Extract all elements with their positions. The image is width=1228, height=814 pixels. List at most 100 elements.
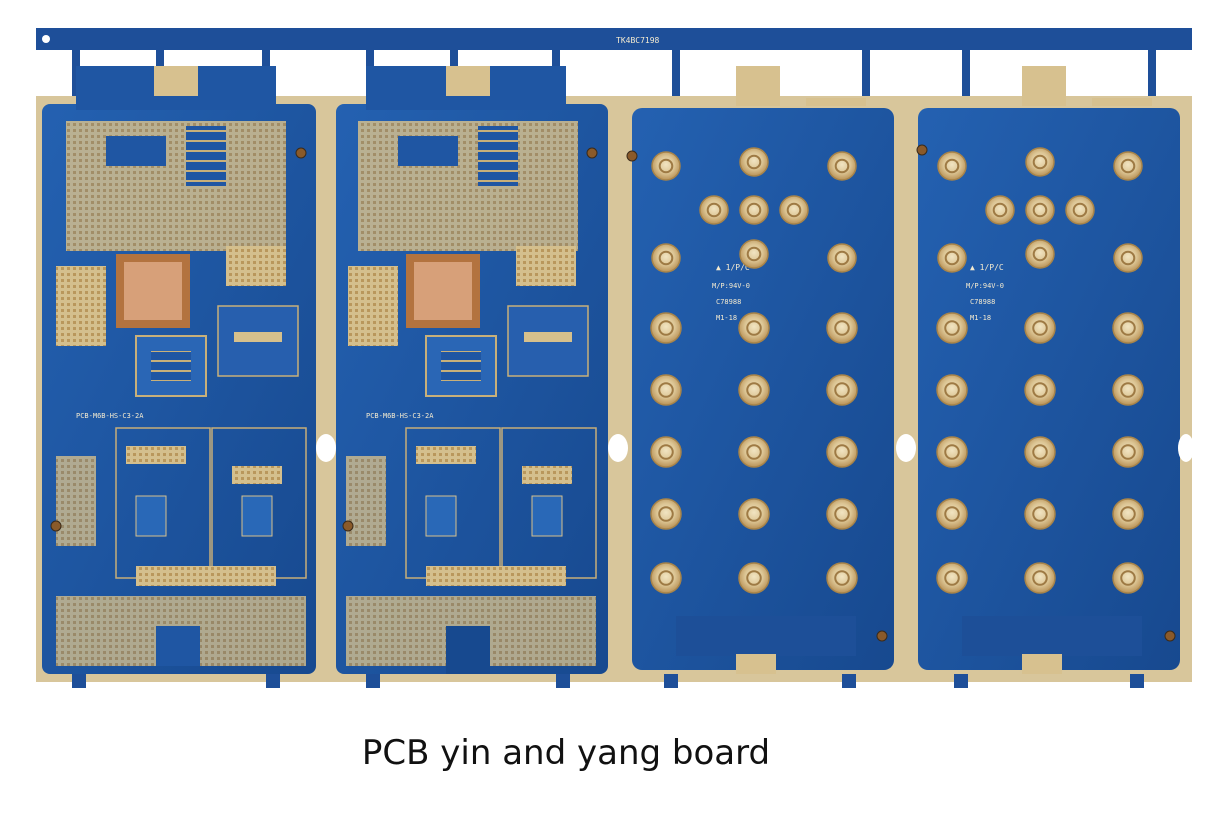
- keypad-contact-pad-ring: [746, 444, 762, 460]
- keypad-contact-pad-ring: [658, 570, 674, 586]
- keypad-contact-pad: [936, 562, 968, 594]
- keypad-contact-pad: [826, 436, 858, 468]
- keypad-contact-pad-ring: [944, 444, 960, 460]
- keypad-contact-pad: [826, 498, 858, 530]
- rail-hole: [42, 35, 50, 43]
- keypad-contact-pad: [985, 195, 1015, 225]
- keypad-contact-pad-ring: [834, 382, 850, 398]
- svg-text:M/P:94V-0: M/P:94V-0: [966, 282, 1004, 290]
- keypad-contact-pad: [738, 436, 770, 468]
- keypad-contact-pad-ring: [1072, 202, 1088, 218]
- keypad-contact-pad: [738, 562, 770, 594]
- keypad-contact-pad: [936, 498, 968, 530]
- keypad-contact-pad: [1024, 498, 1056, 530]
- keypad-contact-pad-ring: [1032, 382, 1048, 398]
- breakaway-hole: [1178, 434, 1194, 462]
- keypad-contact-pad-ring: [1120, 570, 1136, 586]
- keypad-contact-pad: [1113, 151, 1143, 181]
- keypad-contact-pad: [1112, 312, 1144, 344]
- keypad-contact-pad: [738, 374, 770, 406]
- board-component-side-2: PCB-M6B-HS-C3-2A: [336, 66, 608, 674]
- keypad-contact-pad-ring: [944, 158, 960, 174]
- svg-text:M/P:94V-0: M/P:94V-0: [712, 282, 750, 290]
- svg-text:C78988: C78988: [716, 298, 741, 306]
- keypad-contact-pad: [1112, 436, 1144, 468]
- keypad-contact-pad: [739, 147, 769, 177]
- keypad-contact-pad: [936, 436, 968, 468]
- keypad-contact-pad: [936, 374, 968, 406]
- keypad-contact-pad: [651, 243, 681, 273]
- keypad-contact-pad-ring: [1120, 158, 1136, 174]
- keypad-contact-pad-ring: [746, 570, 762, 586]
- keypad-contact-pad: [827, 151, 857, 181]
- image-caption: PCB yin and yang board: [361, 733, 771, 773]
- keypad-contact-pad-ring: [944, 320, 960, 336]
- keypad-contact-pad-ring: [834, 506, 850, 522]
- keypad-contact-pad: [1024, 312, 1056, 344]
- keypad-contact-pad-ring: [658, 250, 674, 266]
- keypad-contact-pad: [1113, 243, 1143, 273]
- keypad-contact-pad-ring: [1120, 320, 1136, 336]
- keypad-contact-pad-ring: [834, 158, 850, 174]
- keypad-contact-pad-ring: [944, 570, 960, 586]
- pcb-panel-svg: TK4BC7198: [36, 28, 1194, 688]
- keypad-contact-pad-ring: [992, 202, 1008, 218]
- keypad-contact-pad-ring: [746, 202, 762, 218]
- keypad-contact-pad: [650, 498, 682, 530]
- keypad-contact-pad: [651, 151, 681, 181]
- keypad-contact-pad-ring: [746, 320, 762, 336]
- keypad-contact-pad: [738, 312, 770, 344]
- keypad-contact-pad: [826, 562, 858, 594]
- keypad-contact-pad: [826, 312, 858, 344]
- keypad-contact-pad: [739, 239, 769, 269]
- keypad-contact-pad-ring: [658, 320, 674, 336]
- keypad-contact-pad: [1025, 239, 1055, 269]
- keypad-contact-pad: [827, 243, 857, 273]
- keypad-contact-pad: [650, 374, 682, 406]
- keypad-contact-pad: [1112, 374, 1144, 406]
- keypad-contact-pad-ring: [834, 570, 850, 586]
- top-rail: [36, 28, 1192, 50]
- keypad-contact-pad-ring: [1120, 382, 1136, 398]
- keypad-contact-pad: [650, 436, 682, 468]
- keypad-contact-pad-ring: [746, 382, 762, 398]
- keypad-contact-pad-ring: [1032, 320, 1048, 336]
- keypad-contact-pad-ring: [1120, 444, 1136, 460]
- keypad-contact-pad: [1065, 195, 1095, 225]
- breakaway-hole: [608, 434, 628, 462]
- keypad-contact-pad-ring: [1032, 154, 1048, 170]
- keypad-contact-pad-ring: [834, 320, 850, 336]
- keypad-contact-pad-ring: [1032, 444, 1048, 460]
- pcb-panel-photo: TK4BC7198: [36, 26, 1194, 690]
- keypad-contact-pad-ring: [746, 246, 762, 262]
- keypad-contact-pad-ring: [834, 444, 850, 460]
- keypad-contact-pad-ring: [834, 250, 850, 266]
- board-component-side-1: PCB-M6B-HS-C3-2A: [42, 66, 316, 674]
- keypad-contact-pad: [650, 562, 682, 594]
- breakaway-hole: [316, 434, 336, 462]
- keypad-contact-pad: [1025, 147, 1055, 177]
- keypad-contact-pad: [739, 195, 769, 225]
- keypad-contact-pad-ring: [1120, 506, 1136, 522]
- keypad-contact-pad: [826, 374, 858, 406]
- keypad-contact-pad: [937, 151, 967, 181]
- svg-text:▲ 1/P/C: ▲ 1/P/C: [970, 263, 1004, 272]
- svg-text:PCB-M6B-HS-C3-2A: PCB-M6B-HS-C3-2A: [76, 412, 144, 420]
- keypad-contact-pad: [937, 243, 967, 273]
- keypad-contact-pad: [1024, 436, 1056, 468]
- keypad-contact-pad: [738, 498, 770, 530]
- keypad-contact-pad-ring: [944, 250, 960, 266]
- keypad-contact-pad-ring: [1032, 570, 1048, 586]
- keypad-contact-pad-ring: [658, 444, 674, 460]
- keypad-contact-pad: [779, 195, 809, 225]
- keypad-contact-pad-ring: [746, 506, 762, 522]
- keypad-contact-pad: [1112, 562, 1144, 594]
- keypad-contact-pad-ring: [658, 506, 674, 522]
- keypad-contact-pad: [936, 312, 968, 344]
- keypad-contact-pad-ring: [786, 202, 802, 218]
- svg-text:M1-18: M1-18: [970, 314, 991, 322]
- keypad-contact-pad-ring: [658, 382, 674, 398]
- keypad-contact-pad-ring: [944, 382, 960, 398]
- svg-text:M1-18: M1-18: [716, 314, 737, 322]
- keypad-contact-pad-ring: [1032, 246, 1048, 262]
